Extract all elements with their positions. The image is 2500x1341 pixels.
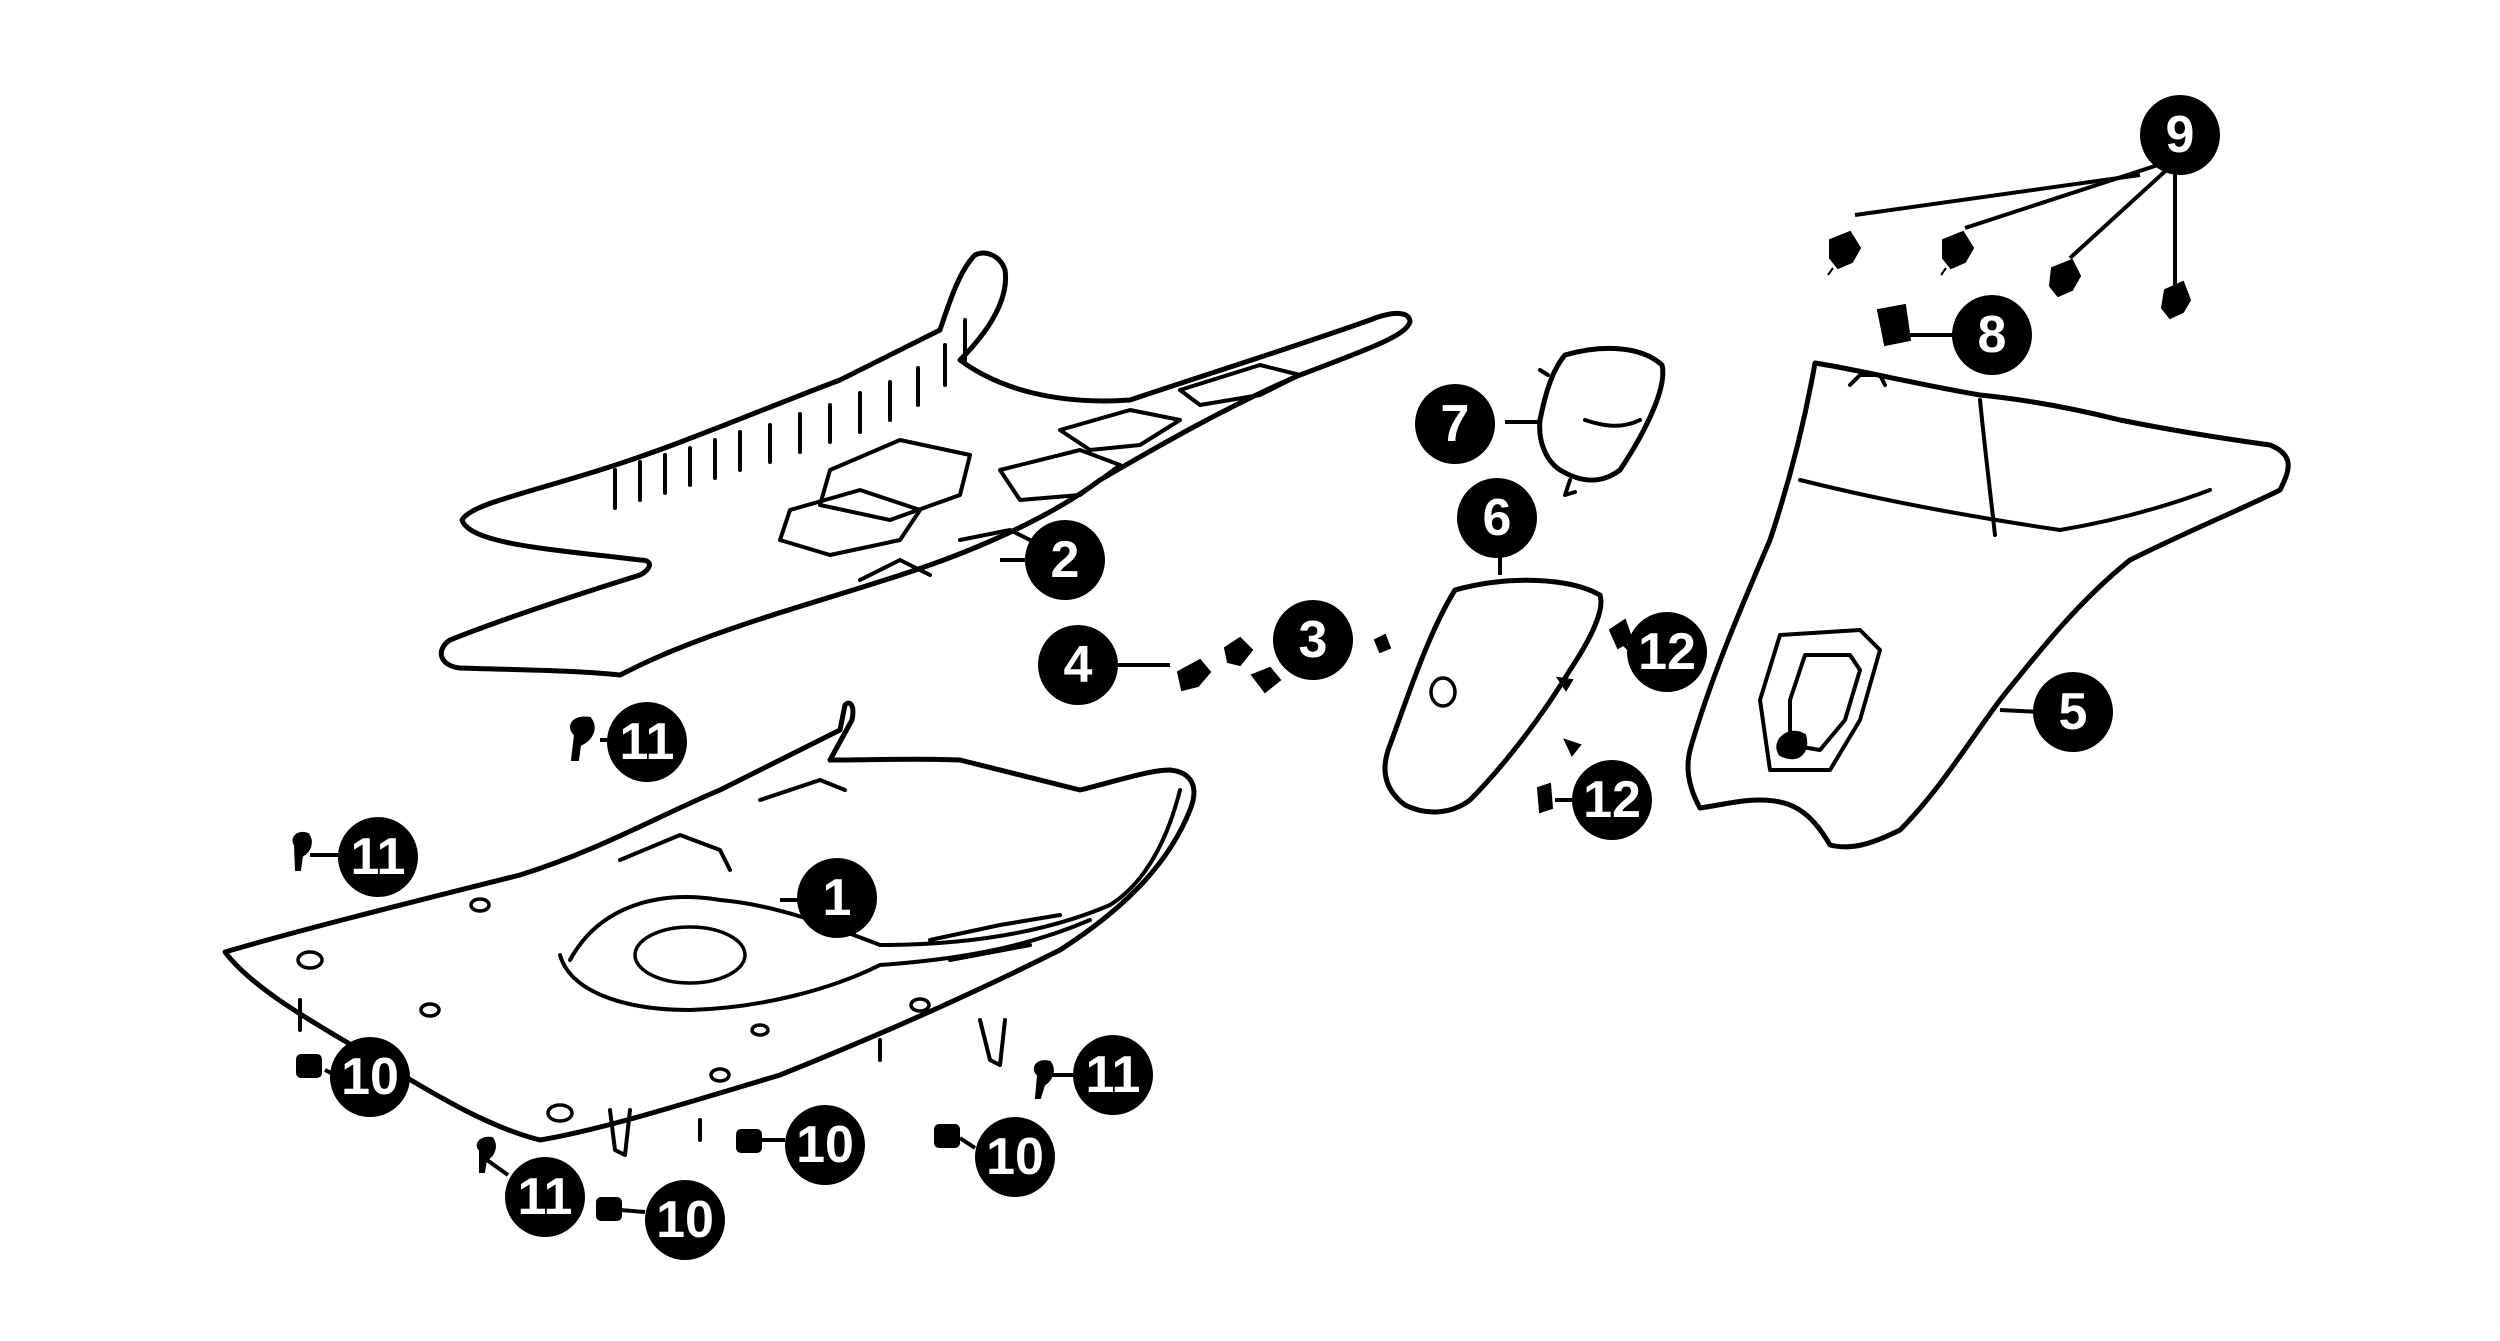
svg-text:10: 10	[656, 1191, 714, 1249]
fasteners-10-11-12	[292, 618, 1634, 1221]
callout-10-c: 10	[975, 1117, 1055, 1197]
callout-12-b: 12	[1572, 760, 1652, 840]
callout-6: 6	[1457, 478, 1537, 558]
callout-10-b: 10	[785, 1105, 865, 1185]
svg-text:5: 5	[2059, 683, 2088, 741]
part-cover-7	[1537, 346, 1666, 497]
svg-text:9: 9	[2166, 106, 2195, 164]
callout-7: 7	[1415, 384, 1495, 464]
svg-text:6: 6	[1483, 489, 1512, 547]
svg-text:3: 3	[1299, 611, 1328, 669]
svg-text:10: 10	[341, 1048, 399, 1106]
svg-text:8: 8	[1978, 306, 2007, 364]
callout-1: 1	[797, 858, 877, 938]
svg-text:11: 11	[1086, 1046, 1141, 1104]
callout-12-a: 12	[1627, 612, 1707, 692]
part-lid-6	[1382, 577, 1604, 815]
callout-3: 3	[1273, 600, 1353, 680]
callout-8: 8	[1952, 295, 2032, 375]
svg-text:12: 12	[1638, 623, 1696, 681]
callouts: 1 2 3 4 5 6 7 8 9 10 10 10 10 11 11 11 1…	[330, 95, 2220, 1260]
part-side-panel-5	[1685, 360, 2291, 850]
callout-2: 2	[1025, 520, 1105, 600]
clip-8	[1876, 303, 1912, 347]
svg-text:11: 11	[351, 828, 406, 886]
part-floor-mat	[438, 250, 1413, 678]
callout-10-d: 10	[645, 1180, 725, 1260]
callout-11-a: 11	[607, 702, 687, 782]
callout-11-c: 11	[1073, 1035, 1153, 1115]
fasteners-9	[1827, 230, 2192, 320]
svg-text:10: 10	[796, 1116, 854, 1174]
leader-lines	[310, 163, 2177, 1214]
part-floor-panel	[222, 700, 1197, 1157]
callout-11-b: 11	[338, 817, 418, 897]
callout-4: 4	[1038, 625, 1118, 705]
svg-text:10: 10	[986, 1128, 1044, 1186]
svg-text:1: 1	[823, 869, 852, 927]
svg-text:12: 12	[1583, 771, 1641, 829]
callout-11-d: 11	[505, 1157, 585, 1237]
callout-5: 5	[2033, 672, 2113, 752]
svg-text:11: 11	[620, 713, 675, 771]
fasteners-3-4	[1176, 633, 1392, 694]
svg-text:2: 2	[1051, 531, 1080, 589]
svg-text:11: 11	[518, 1168, 573, 1226]
svg-text:4: 4	[1064, 636, 1093, 694]
callout-9: 9	[2140, 95, 2220, 175]
svg-text:7: 7	[1441, 395, 1470, 453]
callout-10-a: 10	[330, 1037, 410, 1117]
